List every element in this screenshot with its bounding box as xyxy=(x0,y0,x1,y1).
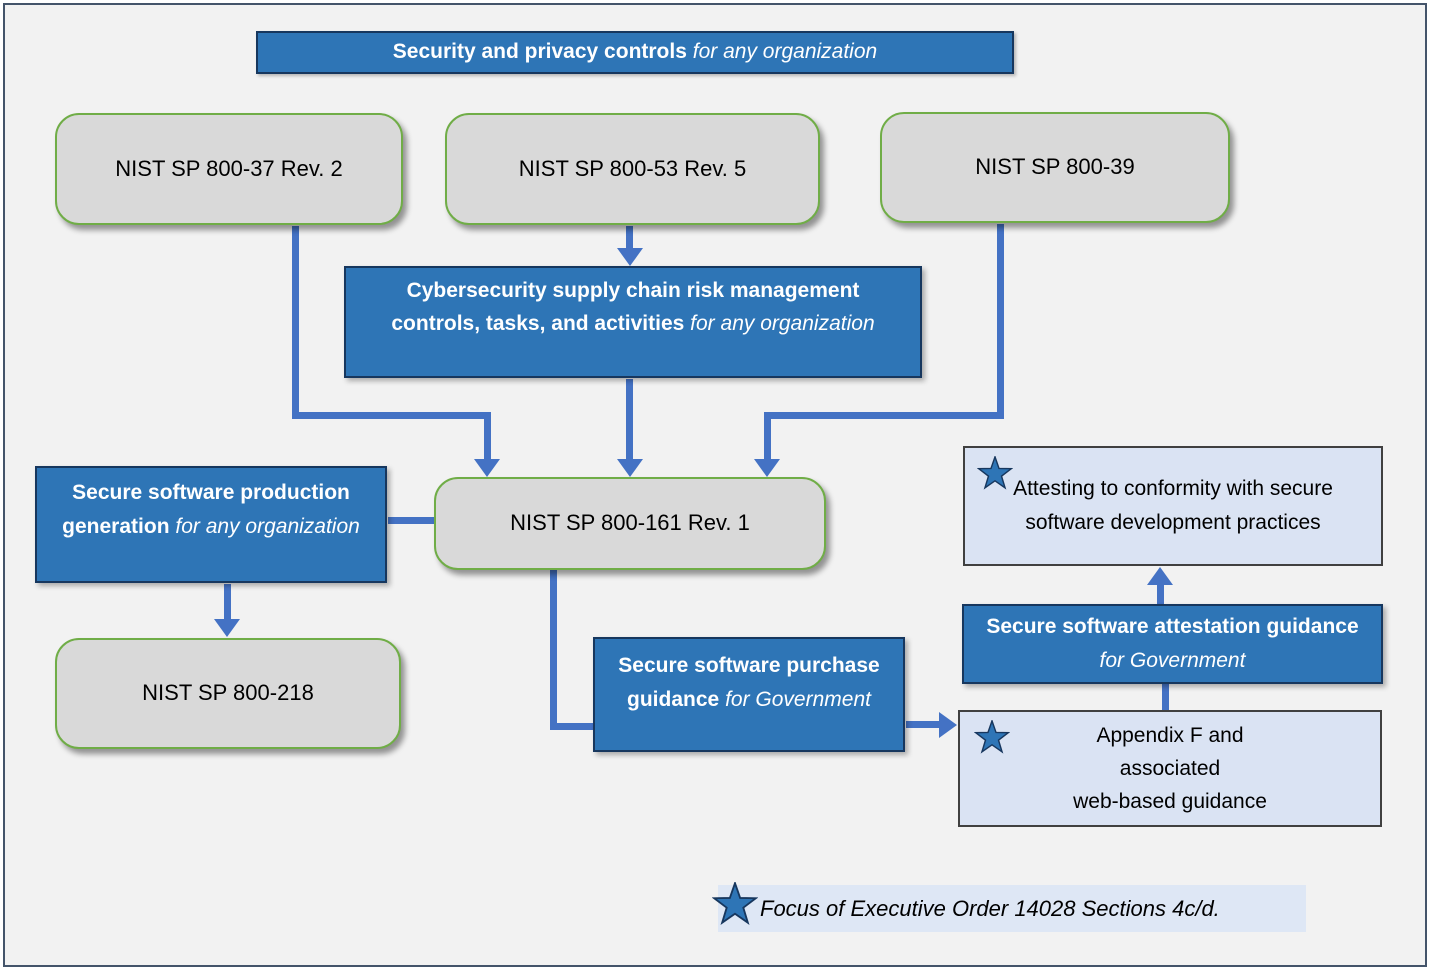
node-label: NIST SP 800-218 xyxy=(142,680,314,706)
node-label-line2: associated xyxy=(1119,756,1221,780)
node-sp800-53: NIST SP 800-53 Rev. 5 xyxy=(445,113,820,225)
node-cscrm-controls: Cybersecurity supply chain risk manageme… xyxy=(344,266,922,378)
node-label: NIST SP 800-39 xyxy=(975,154,1135,180)
connector-sp80039-to-sp800161-v1 xyxy=(997,224,1004,419)
star-icon xyxy=(974,720,1010,754)
arrowhead-down-icon xyxy=(617,248,643,266)
node-label-line1: Appendix F and xyxy=(1096,723,1244,747)
legend: Focus of Executive Order 14028 Sections … xyxy=(718,885,1306,932)
node-label-italic: for any organization xyxy=(690,312,875,336)
node-secure-software-attestation: Secure software attestation guidance for… xyxy=(962,604,1383,684)
node-label: Attesting to conformity with secure soft… xyxy=(1013,477,1333,534)
connector-sp80039-to-sp800161-v2 xyxy=(764,412,771,459)
arrowhead-down-icon xyxy=(754,459,780,477)
node-sp800-161: NIST SP 800-161 Rev. 1 xyxy=(434,477,826,570)
arrowhead-right-icon xyxy=(939,712,957,738)
node-appendix-f: Appendix F and associated web-based guid… xyxy=(958,710,1382,827)
connector-purchase-to-appendix xyxy=(906,721,940,728)
connector-sp80037-to-sp800161-h xyxy=(292,412,491,419)
node-secure-software-production: Secure software production generation fo… xyxy=(35,466,387,583)
node-label-bold: Cybersecurity supply chain risk manageme… xyxy=(391,279,860,336)
node-label-bold: Security and privacy controls xyxy=(392,40,687,64)
node-label-bold: Secure software purchase guidance xyxy=(618,654,880,711)
connector-production-to-sp800161 xyxy=(388,517,434,524)
node-label-italic: for Government xyxy=(1099,648,1246,672)
connector-appendix-to-attestation xyxy=(1162,684,1169,711)
arrowhead-down-icon xyxy=(617,459,643,477)
node-secure-software-purchase: Secure software purchase guidance for Go… xyxy=(593,637,905,752)
node-label-italic: for any organization xyxy=(692,40,878,64)
node-label-bold: Secure software production generation xyxy=(62,481,350,538)
node-label-line3: web-based guidance xyxy=(1073,790,1267,814)
arrowhead-down-icon xyxy=(214,619,240,637)
node-security-privacy-controls: Security and privacy controls for any or… xyxy=(256,31,1014,74)
connector-attestation-to-attesting xyxy=(1157,584,1164,605)
connector-sp80037-to-sp800161-v2 xyxy=(484,412,491,459)
connector-sp80053-to-cscrm xyxy=(626,226,633,249)
node-label: NIST SP 800-53 Rev. 5 xyxy=(518,155,747,181)
arrowhead-up-icon xyxy=(1147,567,1173,585)
node-label-italic: for any organization xyxy=(175,514,360,538)
node-sp800-37: NIST SP 800-37 Rev. 2 xyxy=(55,113,403,225)
connector-sp800161-to-purchase-v xyxy=(550,570,557,730)
node-sp800-39: NIST SP 800-39 xyxy=(880,112,1230,223)
node-sp800-218: NIST SP 800-218 xyxy=(55,638,401,749)
connector-sp80039-to-sp800161-h xyxy=(764,412,1004,419)
connector-cscrm-to-sp800161 xyxy=(626,379,633,459)
node-label-italic: for Government xyxy=(725,687,871,711)
node-attesting-conformity: Attesting to conformity with secure soft… xyxy=(963,446,1383,566)
node-label: NIST SP 800-161 Rev. 1 xyxy=(510,510,750,536)
node-label-bold: Secure software attestation guidance xyxy=(986,615,1359,638)
star-icon xyxy=(712,882,758,925)
legend-text: Focus of Executive Order 14028 Sections … xyxy=(760,895,1220,921)
connector-production-to-sp800218 xyxy=(224,584,231,620)
node-label: NIST SP 800-37 Rev. 2 xyxy=(115,155,343,181)
star-icon xyxy=(977,456,1013,490)
arrowhead-down-icon xyxy=(474,459,500,477)
connector-sp80037-to-sp800161-v1 xyxy=(292,226,299,419)
connector-sp800161-to-purchase-h xyxy=(550,723,595,730)
